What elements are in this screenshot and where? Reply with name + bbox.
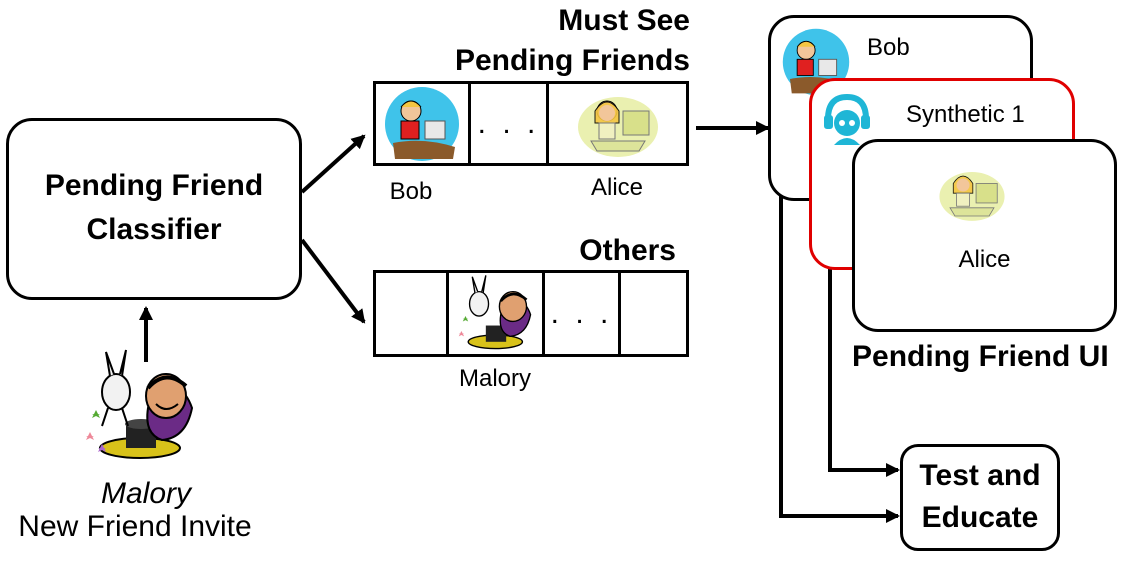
ui-card-bob-label: Bob xyxy=(867,34,910,61)
support-agent-icon xyxy=(824,93,870,145)
must-see-cell-ellipsis: . . . xyxy=(471,84,549,163)
must-see-title-line1: Must See xyxy=(558,4,690,37)
must-see-strip: . . . xyxy=(373,81,689,166)
arrow-classifier-to-others xyxy=(300,238,366,324)
must-see-label-alice: Alice xyxy=(590,174,644,201)
invite-caption: New Friend Invite xyxy=(18,510,252,543)
alice-avatar-icon xyxy=(577,96,658,157)
invite-name: Malory xyxy=(100,477,191,510)
others-cell-empty-1 xyxy=(376,273,449,354)
ui-card-synthetic-label: Synthetic 1 xyxy=(906,101,1025,128)
others-label-malory: Malory xyxy=(458,365,531,392)
must-see-label-bob: Bob xyxy=(389,178,433,205)
arrow-classifier-to-must-see xyxy=(300,134,366,194)
others-cell-malory xyxy=(449,273,545,354)
arrow-ui-to-test-outer xyxy=(779,196,900,523)
must-see-cell-bob xyxy=(376,84,471,163)
test-educate-box: Test and Educate xyxy=(900,444,1060,551)
others-strip: . . . xyxy=(373,270,689,357)
classifier-label-line1: Pending Friend xyxy=(44,169,264,202)
arrow-ui-to-test-inner xyxy=(828,268,900,477)
others-cell-ellipsis: . . . xyxy=(545,273,621,354)
test-educate-line2: Educate xyxy=(921,501,1039,534)
bob-avatar-icon xyxy=(385,86,459,161)
others-title: Others xyxy=(579,234,676,267)
magician-icon xyxy=(86,349,194,459)
malory-avatar-icon xyxy=(458,274,531,349)
others-cell-empty-2 xyxy=(621,273,686,354)
malory-invite-picture xyxy=(82,348,200,466)
test-educate-line1: Test and xyxy=(919,459,1041,492)
alice-card-avatar-icon xyxy=(939,172,1005,221)
must-see-title-line2: Pending Friends xyxy=(454,44,690,77)
ui-stack-title: Pending Friend UI xyxy=(852,340,1109,373)
ui-card-alice-label: Alice xyxy=(958,246,1011,273)
classifier-label-line2: Classifier xyxy=(86,213,222,246)
classifier-box: Pending Friend Classifier xyxy=(6,118,302,300)
ui-card-alice: Alice xyxy=(852,139,1117,332)
must-see-cell-alice xyxy=(549,84,686,163)
